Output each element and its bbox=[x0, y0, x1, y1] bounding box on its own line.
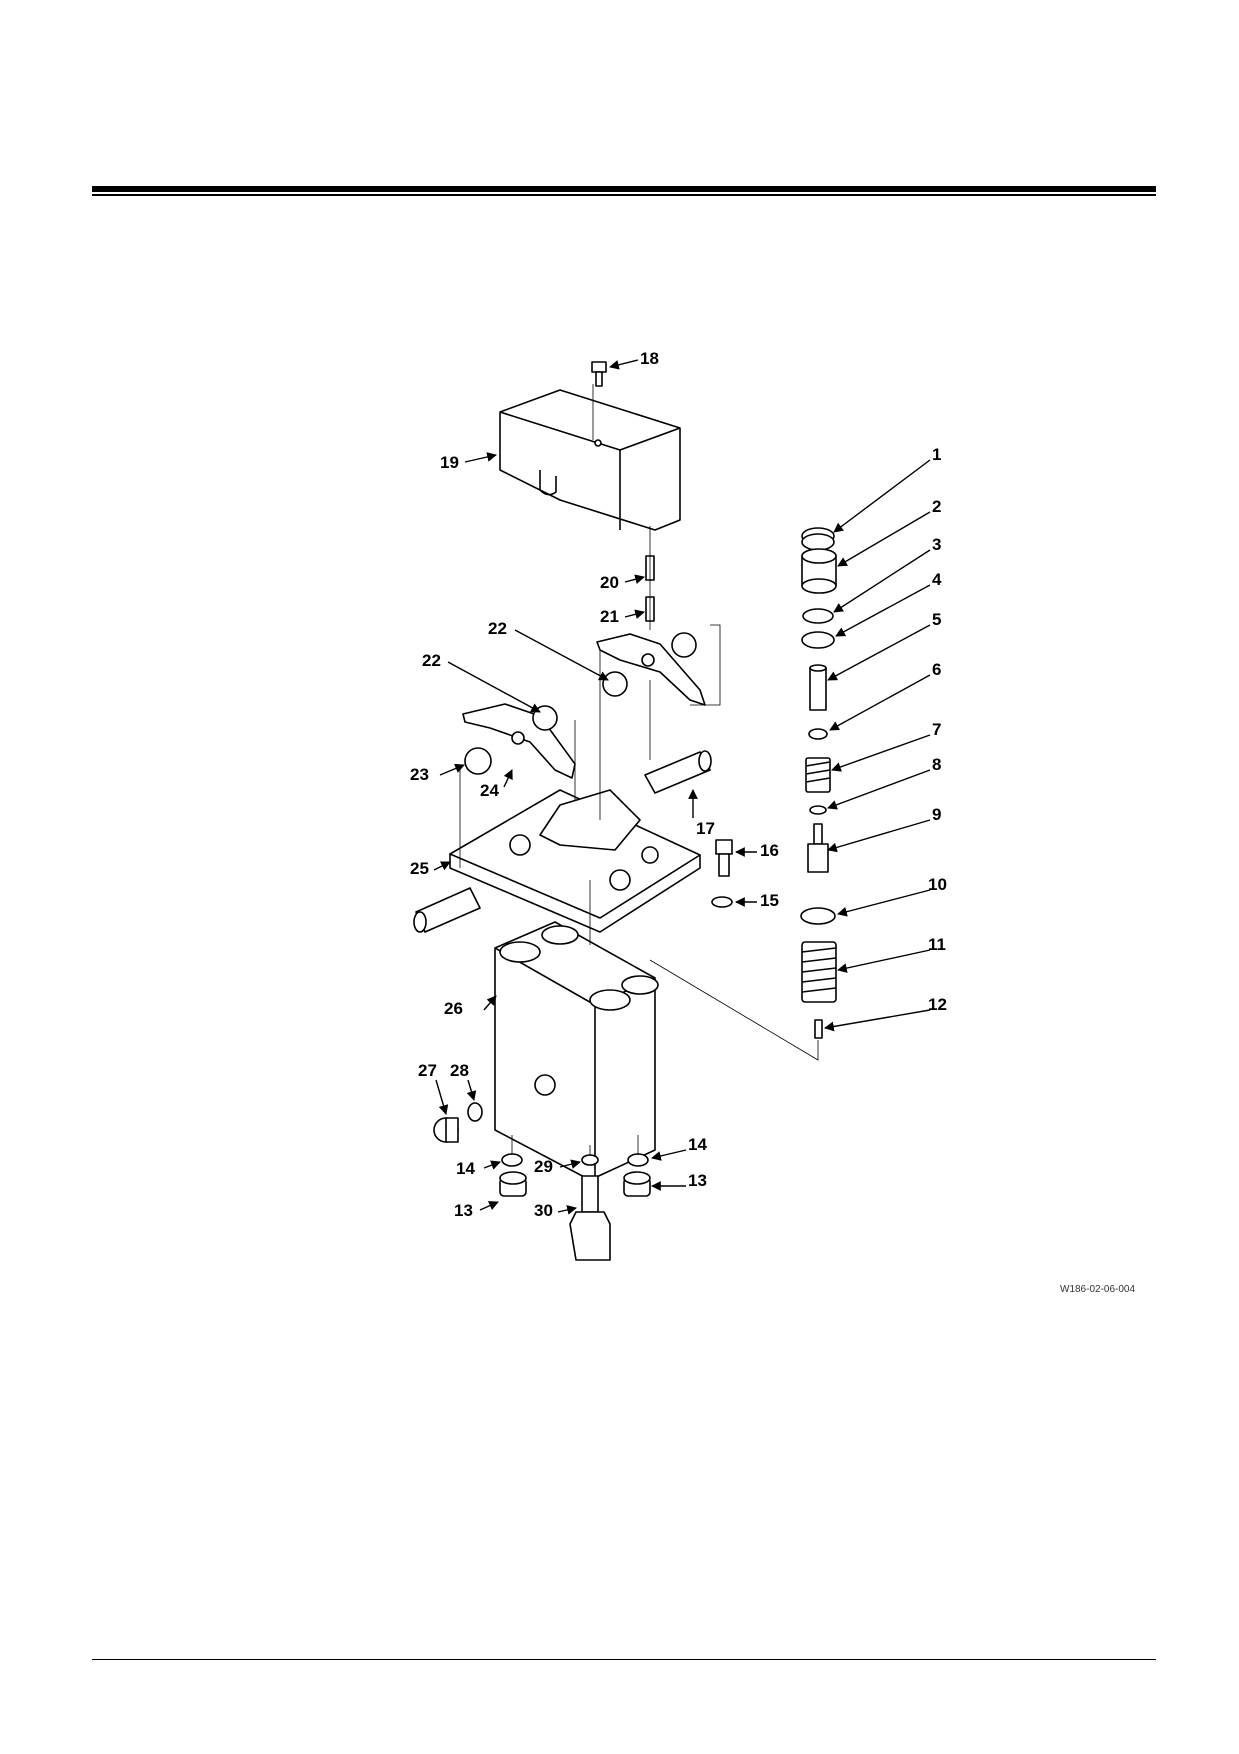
callout-22-lower: 22 bbox=[422, 651, 441, 670]
header-rule-thin bbox=[92, 194, 1156, 196]
part-19-cover bbox=[499, 389, 681, 531]
part-1-ring bbox=[801, 527, 835, 551]
callout-18: 18 bbox=[640, 349, 659, 368]
callout-20: 20 bbox=[600, 573, 619, 592]
part-28-oring bbox=[467, 1102, 483, 1122]
part-7-spring bbox=[805, 757, 831, 793]
callout-14-left: 14 bbox=[456, 1159, 475, 1178]
part-8-washer bbox=[809, 805, 827, 815]
callout-labels: 1 2 3 4 5 6 7 8 9 10 11 12 13 13 14 14 1… bbox=[410, 349, 947, 1220]
callout-13-right: 13 bbox=[688, 1171, 707, 1190]
callout-4: 4 bbox=[932, 570, 942, 589]
part-11-spring bbox=[801, 941, 837, 1003]
part-4-oring bbox=[801, 631, 835, 649]
callout-7: 7 bbox=[932, 720, 941, 739]
callout-14-right: 14 bbox=[688, 1135, 707, 1154]
callout-15: 15 bbox=[760, 891, 779, 910]
part-15-washer bbox=[711, 896, 733, 908]
callout-30: 30 bbox=[534, 1201, 553, 1220]
leader-lines bbox=[433, 359, 931, 1215]
part-17-pin bbox=[644, 750, 712, 794]
part-27-plug bbox=[433, 1117, 459, 1143]
part-13-plug-right bbox=[623, 1171, 651, 1197]
callout-17: 17 bbox=[696, 819, 715, 838]
part-25-plate bbox=[449, 789, 701, 933]
part-pin-left bbox=[413, 887, 481, 933]
callout-22-upper: 22 bbox=[488, 619, 507, 638]
callout-27: 27 bbox=[418, 1061, 437, 1080]
part-6-washer bbox=[808, 728, 828, 740]
part-14-seal-left bbox=[501, 1153, 523, 1167]
part-9-spool bbox=[807, 823, 829, 873]
part-16-screw bbox=[715, 839, 733, 877]
part-30-valve bbox=[569, 1175, 611, 1261]
callout-21: 21 bbox=[600, 607, 619, 626]
part-2-sleeve bbox=[801, 548, 837, 594]
part-3-ring bbox=[802, 608, 834, 624]
part-5-tube bbox=[809, 664, 827, 711]
part-13-plug-left bbox=[499, 1171, 527, 1197]
part-22-lever-left bbox=[462, 703, 576, 779]
callout-8: 8 bbox=[932, 755, 941, 774]
callout-12: 12 bbox=[928, 995, 947, 1014]
callout-5: 5 bbox=[932, 610, 941, 629]
part-12-pin bbox=[814, 1019, 823, 1039]
callout-10: 10 bbox=[928, 875, 947, 894]
part-29-seal bbox=[581, 1154, 599, 1166]
callout-26: 26 bbox=[444, 999, 463, 1018]
callout-2: 2 bbox=[932, 497, 941, 516]
callout-24: 24 bbox=[480, 781, 499, 800]
part-10-seat bbox=[800, 907, 836, 925]
callout-23: 23 bbox=[410, 765, 429, 784]
callout-28: 28 bbox=[450, 1061, 469, 1080]
part-18-bolt bbox=[591, 361, 607, 387]
callout-25: 25 bbox=[410, 859, 429, 878]
callout-1: 1 bbox=[932, 445, 941, 464]
header-rule bbox=[92, 186, 1156, 192]
part-26-casing bbox=[494, 921, 659, 1181]
callout-6: 6 bbox=[932, 660, 941, 679]
part-22-lever-right bbox=[596, 632, 706, 706]
callout-11: 11 bbox=[928, 935, 946, 954]
callout-29: 29 bbox=[534, 1157, 553, 1176]
callout-13-left: 13 bbox=[454, 1201, 473, 1220]
alignment-lines bbox=[459, 384, 819, 1155]
figure-code: W186-02-06-004 bbox=[1060, 1284, 1136, 1295]
callout-16: 16 bbox=[760, 841, 779, 860]
callout-3: 3 bbox=[932, 535, 941, 554]
callout-19: 19 bbox=[440, 453, 459, 472]
part-14-seal-right bbox=[627, 1153, 649, 1167]
callout-9: 9 bbox=[932, 805, 941, 824]
footer-rule bbox=[92, 1659, 1156, 1660]
